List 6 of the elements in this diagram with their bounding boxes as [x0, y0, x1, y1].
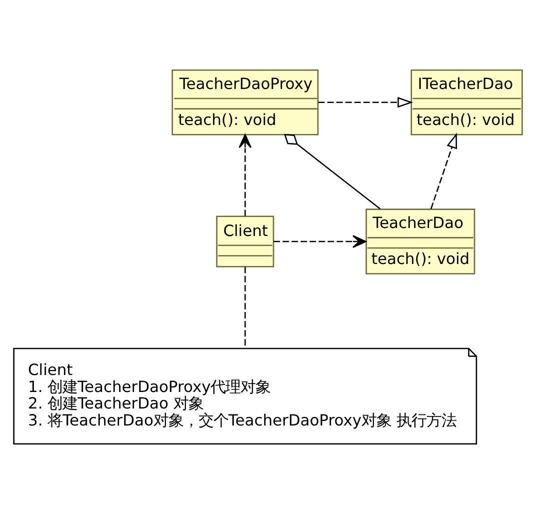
arrow: [238, 134, 252, 216]
arrow: [274, 235, 367, 248]
connector: [284, 134, 381, 210]
connector: [244, 266, 246, 348]
arrow: [318, 96, 414, 108]
arrow: [430, 132, 458, 210]
